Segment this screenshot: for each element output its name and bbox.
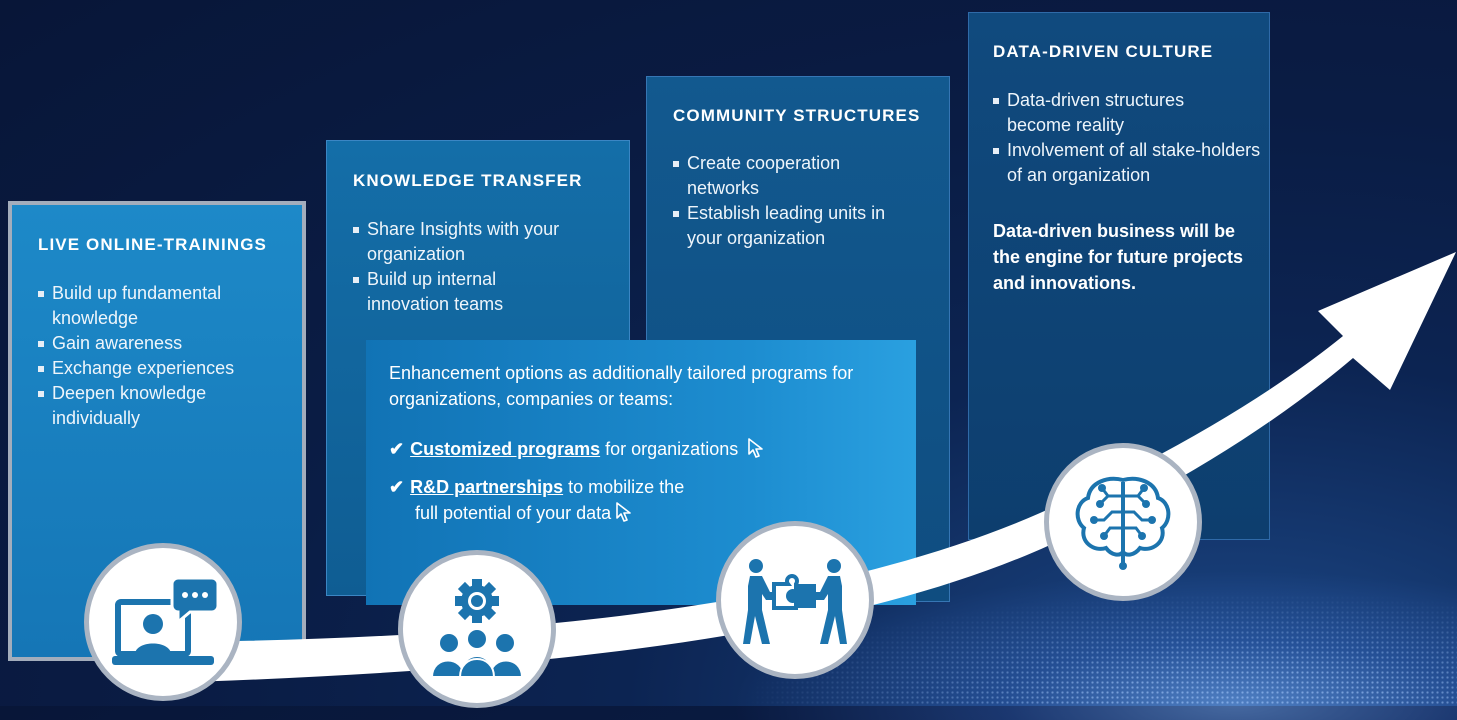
stage-bullet: Build up internal innovation teams [353,267,537,317]
stage-bullet-list: Share Insights with your organization Bu… [353,217,623,317]
check-icon: ✔ [389,477,405,497]
enhancement-item: ✔R&D partnerships to mobilize the full p… [389,474,684,526]
puzzle-collaboration-icon [743,559,847,644]
stage-bullet: Build up fundamental knowledge [38,281,262,331]
stage-bullet-list: Data-driven structures become reality In… [993,88,1265,188]
enhancement-item: ✔Customized programs for organizations [389,436,765,462]
stage-bullet-list: Build up fundamental knowledge Gain awar… [38,281,288,431]
enhancement-item-text: for organizations [605,439,739,459]
enhancement-item-text: full potential of your data [415,503,612,523]
video-chat-icon [112,576,218,665]
customized-programs-link[interactable]: Customized programs [410,439,601,459]
stage-icon-circle [398,550,556,708]
team-gear-icon [430,579,524,678]
stage-icon-circle [84,543,242,701]
stage-bullet: Share Insights with your organization [353,217,582,267]
stage-title: KNOWLEDGE TRANSFER [353,171,583,190]
stage-icon-circle [1044,443,1202,601]
stage-icon-circle [716,521,874,679]
enhancement-intro: Enhancement options as additionally tail… [389,363,854,409]
stage-bullet: Gain awareness [38,331,288,356]
check-icon: ✔ [389,439,405,459]
stage-title: DATA-DRIVEN CULTURE [993,42,1214,61]
stage-bullet: Data-driven structures become reality [993,88,1207,138]
stage-bullet: Create cooperation networks [673,151,877,201]
stage-title: COMMUNITY STRUCTURES [673,106,921,125]
rd-partnerships-link[interactable]: R&D partnerships [410,477,564,497]
stage-bullet: Establish leading units in your organiza… [673,201,917,251]
stage-bullet: Deepen knowledge individually [38,381,242,431]
enhancement-item-text: to mobilize the [568,477,685,497]
stage-bullet: Exchange experiences [38,356,288,381]
stage-bullet: Involvement of all stake-holders of an o… [993,138,1279,188]
circuit-brain-icon [1075,476,1171,570]
stage-title: LIVE ONLINE-TRAININGS [38,235,267,254]
mouse-pointer-icon [748,438,764,458]
mouse-pointer-icon [616,502,631,522]
stage-bullet-list: Create cooperation networks Establish le… [673,151,943,251]
stage-closing-statement: Data-driven business will be the engine … [993,221,1244,293]
